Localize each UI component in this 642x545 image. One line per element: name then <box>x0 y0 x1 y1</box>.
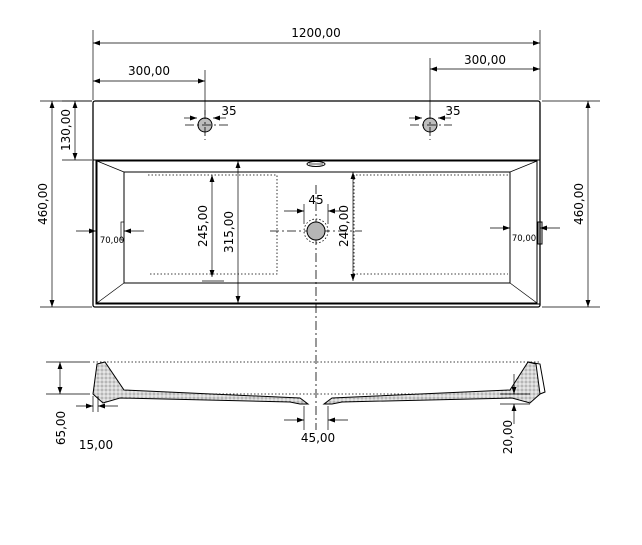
right-tap-offset-label: 300,00 <box>464 53 506 67</box>
drain-outer <box>303 218 329 244</box>
overall-width-label: 1200,00 <box>291 26 341 40</box>
right-tap-diameter-label: 35 <box>445 104 460 118</box>
bottom-thickness-label: 20,00 <box>501 420 515 454</box>
tap-row-depth-label: 130,00 <box>59 109 73 151</box>
left-bowl-zone <box>148 174 278 275</box>
section-right-wall <box>322 361 541 405</box>
side-rim-left-label: 70,00 <box>100 236 124 246</box>
bowl-outer-edge <box>95 159 541 305</box>
section-view: 65,00 15,00 45,00 20,00 <box>46 361 546 454</box>
bowl-depth-overall-label: 315,00 <box>222 211 236 253</box>
drain-diameter-label: 45 <box>308 193 323 207</box>
side-rim-right-label: 70,00 <box>512 234 536 244</box>
right-bowl-zone <box>353 174 508 275</box>
drain-hole <box>306 221 326 241</box>
overflow-slot <box>306 161 326 167</box>
overall-depth-left-label: 460,00 <box>36 183 50 225</box>
bowl-depth-right-label: 240,00 <box>337 205 351 247</box>
section-drain-label: 45,00 <box>301 431 335 445</box>
left-tap-offset-label: 300,00 <box>128 64 170 78</box>
overall-depth-right-label: 460,00 <box>572 183 586 225</box>
top-view: 1200,00 300,00 300,00 35 35 130,00 460,0… <box>36 26 600 430</box>
section-height-label: 65,00 <box>54 411 68 445</box>
bowl-depth-left-label: 245,00 <box>196 205 210 247</box>
wall-thickness-label: 15,00 <box>79 438 113 452</box>
section-left-wall <box>92 361 310 405</box>
left-tap-diameter-label: 35 <box>221 104 236 118</box>
